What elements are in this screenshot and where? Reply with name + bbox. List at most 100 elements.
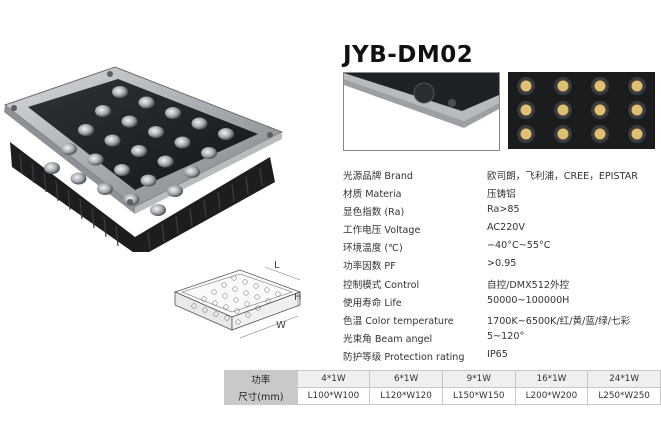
led-lens — [174, 136, 191, 149]
spec-row-protection: 防护等级 Protection rating IP65 — [343, 347, 661, 365]
spec-row-pf: 功率因数 PF >0.95 — [343, 256, 661, 274]
spec-row-voltage: 工作电压 Voltage AC220V — [343, 220, 661, 238]
drawing-lens — [255, 305, 261, 311]
drawing-lens — [245, 312, 251, 318]
drawing-lens — [212, 300, 218, 306]
spec-value: >0.95 — [487, 258, 517, 270]
spec-label: 功率因数 PF — [343, 261, 396, 273]
row-header-power: 功率 — [224, 370, 298, 388]
spec-row-temperature: 环境温度 (℃) −40°C~55°C — [343, 238, 661, 256]
spec-value: 50000~100000H — [487, 294, 570, 306]
spec-row-beam-angle: 光束角 Beam angel 5~120° — [343, 329, 661, 347]
spec-label: 防护等级 Protection rating — [343, 351, 465, 363]
table-row-power: 功率 4*1W 6*1W 9*1W 16*1W 24*1W — [224, 370, 661, 388]
drawing-lens — [244, 301, 250, 307]
spec-label: 光源品牌 Brand — [343, 171, 413, 182]
led-lens — [78, 124, 94, 136]
spec-value: 自控/DMX512外控 — [487, 279, 570, 291]
table-cell: L120*W120 — [369, 387, 443, 405]
detail-photo-leds — [508, 72, 655, 149]
drawing-lens — [234, 308, 240, 314]
drawing-lens — [233, 297, 239, 303]
led-chip — [631, 80, 643, 92]
led-chip — [520, 80, 532, 92]
led-lens — [201, 147, 217, 159]
table-cell: L100*W100 — [296, 387, 371, 405]
table-cell: L200*W200 — [514, 387, 589, 405]
drawing-lens — [232, 286, 238, 292]
spec-row-color-temperature: 色温 Color temperature 1700K~6500K/红/黄/蓝/绿… — [343, 311, 661, 329]
led-lens — [95, 105, 111, 117]
table-cell: 6*1W — [369, 370, 443, 388]
spec-label: 环境温度 (℃) — [343, 243, 403, 255]
drawing-lens — [211, 289, 217, 295]
led-lens — [184, 166, 200, 178]
spec-label: 控制模式 Control — [343, 279, 420, 291]
product-photo — [3, 66, 284, 252]
led-chip — [631, 128, 643, 140]
spec-value: 欧司朗，飞利浦，CREE，EPISTAR — [487, 171, 638, 182]
led-chip — [520, 128, 532, 140]
table-cell: 4*1W — [296, 370, 371, 388]
spec-row-material: 材质 Materia 压铸铝 — [343, 184, 661, 202]
drawing-lens — [235, 319, 241, 325]
drawing-lens — [242, 279, 248, 285]
spec-label: 材质 Materia — [343, 189, 402, 201]
dimension-drawing: L H W — [170, 260, 305, 352]
width-label: W — [276, 320, 286, 331]
drawing-lens — [231, 275, 237, 281]
led-lens — [150, 204, 166, 216]
led-lens — [167, 185, 183, 197]
spec-row-brand: 光源品牌 Brand 欧司朗，飞利浦，CREE，EPISTAR — [343, 166, 661, 184]
drawing-lens — [201, 296, 207, 302]
product-title: JYB-DM02 — [343, 42, 474, 68]
led-lens — [218, 128, 234, 140]
led-lens — [121, 115, 138, 128]
spec-label: 光束角 Beam angel — [343, 333, 433, 345]
detail-photo-edge — [343, 72, 500, 151]
drawing-lens — [243, 290, 249, 296]
drawing-lens — [213, 311, 219, 317]
led-lens — [112, 86, 128, 98]
spec-value: −40°C~55°C — [487, 240, 551, 252]
length-label: L — [274, 260, 280, 271]
led-chip — [557, 128, 569, 140]
table-cell: L150*W150 — [441, 387, 516, 405]
led-chip — [594, 104, 606, 116]
drawing-lens — [221, 282, 227, 288]
led-lens — [148, 126, 164, 138]
spec-label: 工作电压 Voltage — [343, 225, 421, 237]
drawing-lens — [223, 304, 229, 310]
table-cell: 24*1W — [587, 370, 661, 388]
led-chip — [557, 104, 569, 116]
drawing-lens — [275, 291, 281, 297]
led-lens — [114, 164, 130, 176]
drawing-lens — [224, 315, 230, 321]
spec-label: 显色指数 (Ra) — [343, 207, 405, 219]
table-cell: 9*1W — [441, 370, 516, 388]
drawing-lens — [202, 307, 208, 313]
height-label: H — [294, 292, 302, 303]
table-cell: L250*W250 — [587, 387, 661, 405]
led-chip — [631, 104, 643, 116]
spec-row-control: 控制模式 Control 自控/DMX512外控 — [343, 275, 661, 293]
led-chip — [594, 80, 606, 92]
led-lens — [97, 183, 113, 195]
spec-value: 1700K~6500K/红/黄/蓝/绿/七彩 — [487, 315, 631, 327]
led-lens — [61, 143, 77, 155]
led-lens — [44, 162, 60, 174]
led-lens — [140, 174, 157, 187]
drawing-lens — [191, 303, 197, 309]
spec-row-life: 使用寿命 Life 50000~100000H — [343, 293, 661, 311]
led-lens — [191, 117, 208, 130]
led-chip — [520, 104, 532, 116]
table-cell: 16*1W — [514, 370, 589, 388]
row-header-size: 尺寸(mm) — [224, 387, 298, 405]
led-lens — [138, 96, 155, 109]
drawing-lens — [254, 294, 260, 300]
led-lens — [157, 155, 174, 168]
led-chip — [594, 128, 606, 140]
drawing-lens — [253, 283, 259, 289]
spec-value: 5~120° — [487, 330, 525, 342]
spec-value: AC220V — [487, 222, 525, 234]
